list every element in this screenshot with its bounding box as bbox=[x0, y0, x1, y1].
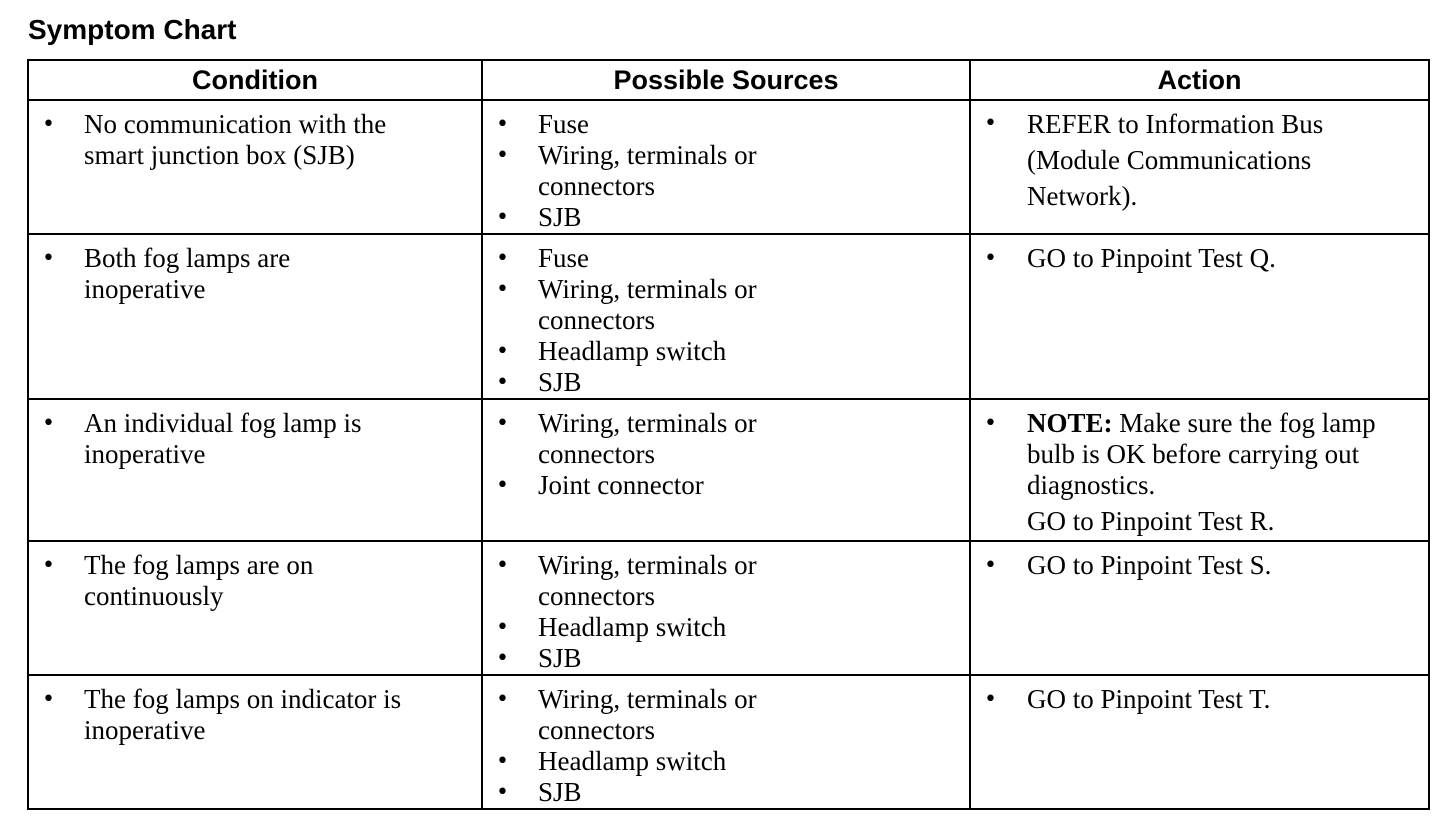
note-label: NOTE: bbox=[1027, 408, 1113, 438]
source-item: SJB bbox=[483, 202, 969, 233]
source-item: Wiring, terminals or connectors bbox=[483, 684, 808, 746]
condition-text: The fog lamps are on continuously bbox=[29, 550, 384, 612]
table-header-row: Condition Possible Sources Action bbox=[27, 59, 1430, 101]
sources-cell: Wiring, terminals or connectors Headlamp… bbox=[481, 674, 971, 810]
condition-cell: The fog lamps are on continuously bbox=[27, 540, 483, 676]
source-item: Wiring, terminals or connectors bbox=[483, 408, 808, 470]
action-cell: GO to Pinpoint Test Q. bbox=[969, 233, 1430, 400]
condition-text: The fog lamps on indicator is inoperativ… bbox=[29, 684, 469, 746]
note-text: Make sure the fog lamp bulb is OK before… bbox=[1027, 408, 1376, 500]
source-item: Wiring, terminals or connectors bbox=[483, 550, 808, 612]
table-row: The fog lamps are on continuously Wiring… bbox=[27, 540, 1430, 676]
source-item: Fuse bbox=[483, 243, 969, 274]
table-row: No communication with the smart junction… bbox=[27, 99, 1430, 235]
action-cell: REFER to Information Bus (Module Communi… bbox=[969, 99, 1430, 235]
action-cell: GO to Pinpoint Test S. bbox=[969, 540, 1430, 676]
table-row: An individual fog lamp is inoperative Wi… bbox=[27, 398, 1430, 542]
source-item: Headlamp switch bbox=[483, 612, 969, 643]
action-text: REFER to Information Bus (Module Communi… bbox=[971, 106, 1367, 214]
table-row: Both fog lamps are inoperative Fuse Wiri… bbox=[27, 233, 1430, 400]
condition-cell: The fog lamps on indicator is inoperativ… bbox=[27, 674, 483, 810]
condition-cell: No communication with the smart junction… bbox=[27, 99, 483, 235]
source-item: Headlamp switch bbox=[483, 336, 969, 367]
page-title: Symptom Chart bbox=[28, 14, 237, 45]
symptom-table: Condition Possible Sources Action No com… bbox=[27, 59, 1430, 810]
sources-cell: Wiring, terminals or connectors Joint co… bbox=[481, 398, 971, 542]
action-note: NOTE: Make sure the fog lamp bulb is OK … bbox=[971, 408, 1387, 537]
source-item: Wiring, terminals or connectors bbox=[483, 140, 808, 202]
source-item: SJB bbox=[483, 367, 969, 398]
condition-text: An individual fog lamp is inoperative bbox=[29, 408, 424, 470]
sources-cell: Fuse Wiring, terminals or connectors Hea… bbox=[481, 233, 971, 400]
action-cell: GO to Pinpoint Test T. bbox=[969, 674, 1430, 810]
source-item: SJB bbox=[483, 643, 969, 674]
sources-cell: Wiring, terminals or connectors Headlamp… bbox=[481, 540, 971, 676]
column-header-condition: Condition bbox=[27, 59, 483, 101]
source-item: Fuse bbox=[483, 109, 969, 140]
condition-text: Both fog lamps are inoperative bbox=[29, 243, 354, 305]
source-item: Joint connector bbox=[483, 470, 969, 501]
sources-cell: Fuse Wiring, terminals or connectors SJB bbox=[481, 99, 971, 235]
condition-text: No communication with the smart junction… bbox=[29, 109, 444, 171]
condition-cell: Both fog lamps are inoperative bbox=[27, 233, 483, 400]
source-item: SJB bbox=[483, 777, 969, 808]
source-item: Headlamp switch bbox=[483, 746, 969, 777]
column-header-action: Action bbox=[969, 59, 1430, 101]
action-cell: NOTE: Make sure the fog lamp bulb is OK … bbox=[969, 398, 1430, 542]
action-text: GO to Pinpoint Test R. bbox=[1027, 506, 1275, 536]
condition-cell: An individual fog lamp is inoperative bbox=[27, 398, 483, 542]
action-text: GO to Pinpoint Test T. bbox=[971, 684, 1428, 715]
column-header-possible-sources: Possible Sources bbox=[481, 59, 971, 101]
table-row: The fog lamps on indicator is inoperativ… bbox=[27, 674, 1430, 810]
action-text: GO to Pinpoint Test Q. bbox=[971, 243, 1428, 274]
source-item: Wiring, terminals or connectors bbox=[483, 274, 808, 336]
action-text: GO to Pinpoint Test S. bbox=[971, 550, 1428, 581]
